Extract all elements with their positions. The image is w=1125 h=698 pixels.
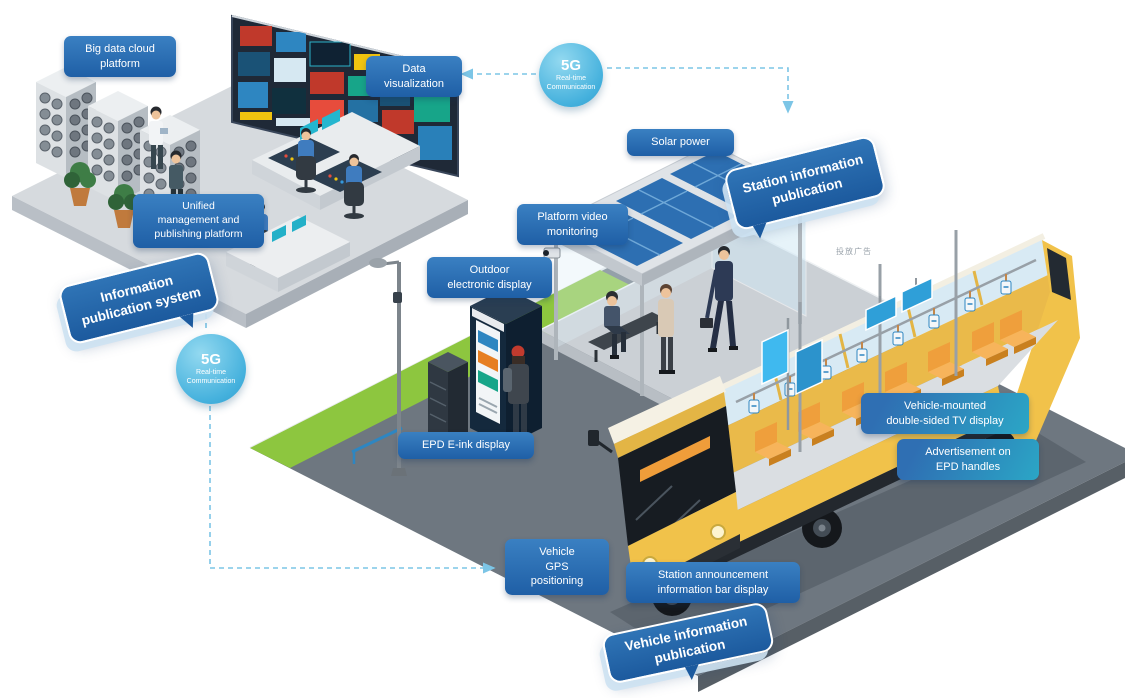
- bus-mirror: [588, 430, 599, 446]
- 5g-badge-left: 5G Real-time Communication: [176, 334, 246, 404]
- label-solar-power: Solar power: [627, 129, 734, 156]
- person-standing-woman: [658, 284, 675, 374]
- station-announcement-led-bar: [640, 436, 710, 482]
- label-vehicle-mounted-tv: Vehicle-mounted double-sided TV display: [861, 393, 1029, 435]
- label-big-data-cloud-platform: Big data cloud platform: [64, 36, 176, 78]
- watermark-text: 投放广告: [836, 247, 872, 256]
- person-red-beanie: [503, 345, 530, 445]
- epd-display-kiosk: [428, 288, 542, 446]
- label-unified-management-platform: Unified management and publishing platfo…: [133, 194, 264, 248]
- label-vehicle-gps-positioning: Vehicle GPS positioning: [505, 539, 609, 595]
- double-sided-tv-display: [761, 318, 823, 430]
- 5g-badge-title: 5G: [200, 350, 221, 368]
- hanging-tv-displays: [865, 276, 933, 332]
- monitor-wall: [231, 14, 459, 178]
- label-station-announcement-bar: Station announcement information bar dis…: [626, 562, 800, 604]
- 5g-badge-title: 5G: [560, 56, 581, 74]
- plants: [64, 162, 140, 228]
- label-data-visualization: Data visualization: [366, 56, 462, 98]
- 5g-badge-subtitle: Real-time Communication: [546, 74, 596, 91]
- person-sitting: [604, 291, 630, 359]
- 5g-badge-top: 5G Real-time Communication: [539, 43, 603, 107]
- label-epd-eink-display: EPD E-ink display: [398, 432, 534, 459]
- person-walking-man: [700, 246, 738, 352]
- label-outdoor-electronic-display: Outdoor electronic display: [427, 257, 552, 299]
- pedestrians: [604, 246, 738, 374]
- connector-lines: [205, 67, 794, 574]
- label-platform-video-monitoring: Platform video monitoring: [517, 204, 628, 246]
- 5g-badge-subtitle: Real-time Communication: [186, 368, 236, 385]
- label-advertisement-epd-handles: Advertisement on EPD handles: [897, 439, 1039, 481]
- publishing-desk: [226, 215, 350, 292]
- cctv-camera: [543, 247, 561, 259]
